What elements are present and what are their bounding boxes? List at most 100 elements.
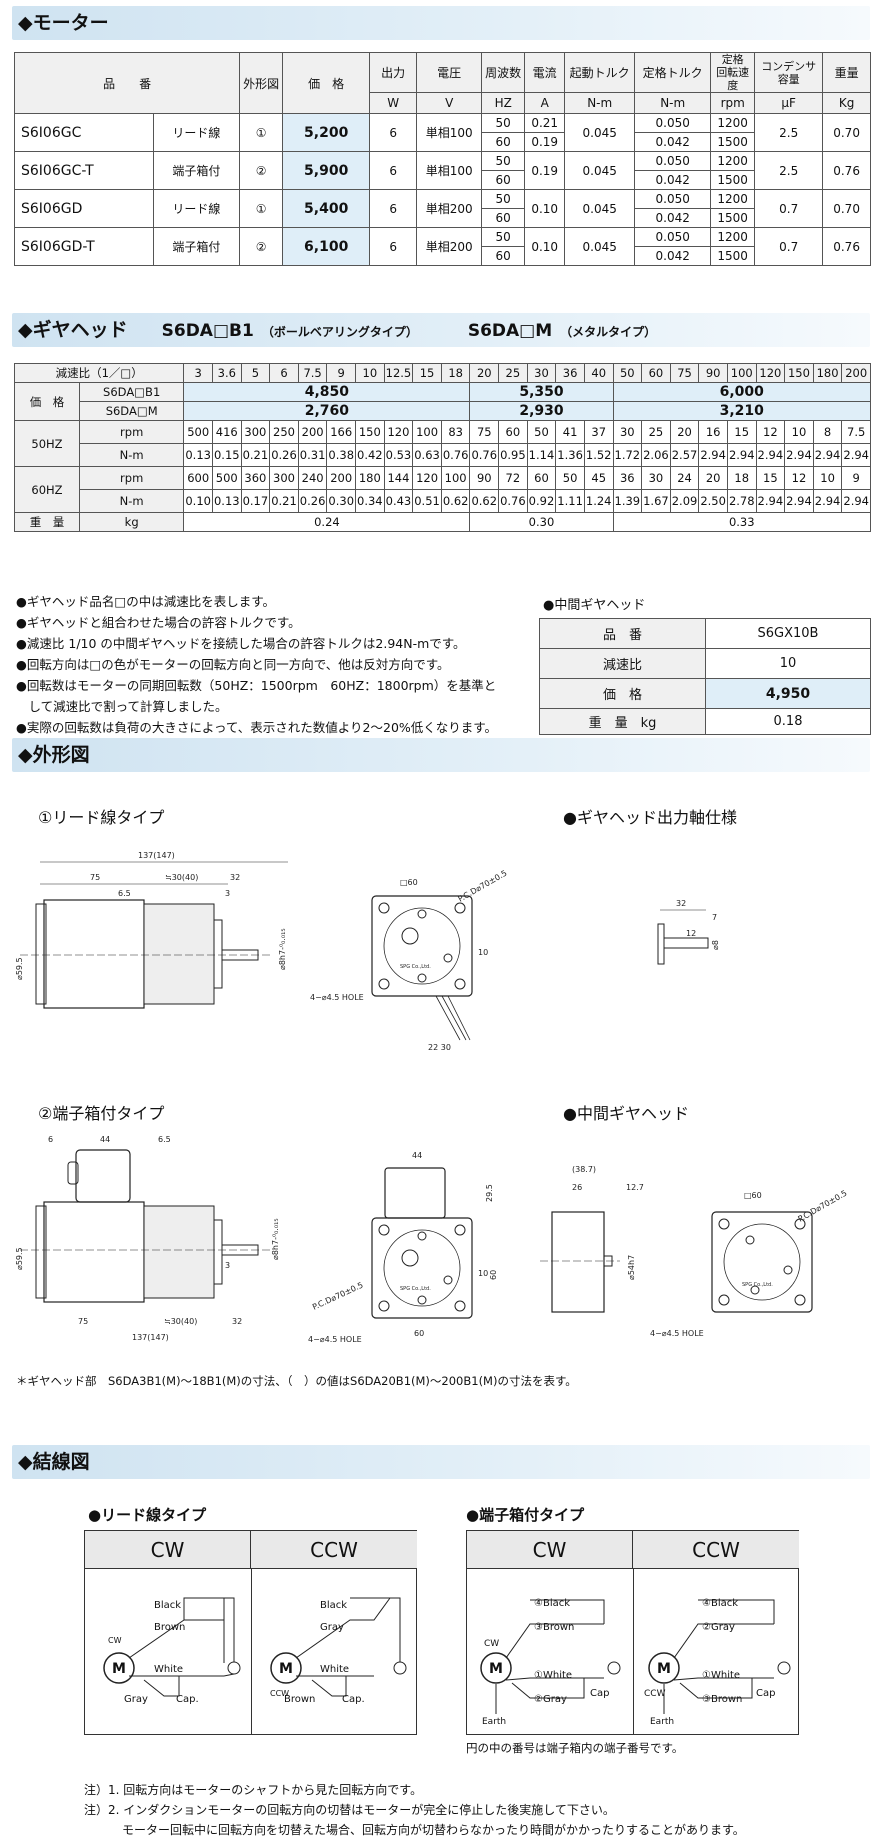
wiring-term-title: ●端子箱付タイプ (466, 1506, 585, 1524)
dim-label: 32 (676, 899, 686, 908)
rpm-value: 12 (755, 420, 786, 444)
wire-label: ④Black (534, 1598, 570, 1609)
dim-label: (38.7) (572, 1165, 596, 1174)
ratio-value: 180 (812, 363, 843, 383)
motor-table: 品 番 外形図 価 格 出力 電圧 周波数 電流 起動トルク 定格トルク 定格回… (13, 52, 871, 266)
motor-freq: 60 (481, 208, 526, 228)
ratio-value: 75 (669, 363, 700, 383)
rpm-value: 20 (698, 466, 728, 490)
outline-shaft-title: ●ギヤヘッド出力軸仕様 (563, 808, 737, 827)
nm-value: 2.94 (755, 443, 786, 467)
rpm-value: 15 (726, 420, 757, 444)
cap-label: Cap (590, 1688, 609, 1699)
motor-volt: 単相100 (416, 151, 483, 190)
dim-label: 75 (90, 873, 100, 882)
rpm-value: 180 (355, 466, 385, 490)
nm-value: 0.13 (211, 489, 242, 513)
dim-label: ⌀54h7 (627, 1255, 636, 1280)
shaft-view: 32 12 ⌀8 7 (657, 899, 720, 965)
rpm-value: 250 (269, 420, 299, 444)
cap-label: Cap. (342, 1694, 365, 1705)
u-rated: N-m (634, 92, 712, 114)
dim-label: 10 (478, 948, 488, 957)
ratio-value: 3 (183, 363, 213, 383)
rpm-value: 36 (612, 466, 643, 490)
nm-value: 0.15 (211, 443, 242, 467)
footnote: 注）2. インダクションモーターの回転方向の切替はモーターが完全に停止した後実施… (84, 1803, 615, 1817)
motor-cap: 2.5 (754, 113, 824, 152)
dim-label: 7 (712, 913, 717, 922)
nm-value: 0.38 (326, 443, 357, 467)
dim-label: 44 (100, 1135, 110, 1144)
m-label: S6DA□M (78, 401, 185, 421)
rpm-label: rpm (78, 420, 185, 444)
motor-rpm: 1200 (710, 151, 756, 171)
rpm-value: 72 (498, 466, 528, 490)
dim-label: 60 (414, 1329, 424, 1338)
motor-wt: 0.76 (822, 227, 871, 266)
h-rated: 定格トルク (634, 52, 712, 93)
motor-wt: 0.76 (822, 151, 871, 190)
nm-value: 2.94 (812, 443, 843, 467)
ratio-value: 200 (841, 363, 871, 383)
nm-label: N-m (78, 489, 185, 513)
motor-model: S6I06GD (14, 189, 154, 228)
motor-rpm: 1500 (710, 208, 756, 228)
wiring-term-ccw: CCW (633, 1531, 799, 1569)
wire-label: ①White (534, 1670, 572, 1681)
nm-value: 0.26 (269, 443, 299, 467)
nm-value: 0.17 (240, 489, 271, 513)
cap-label: Cap. (176, 1694, 199, 1705)
motor-rpm: 1200 (710, 113, 756, 133)
rpm-value: 300 (240, 420, 271, 444)
nm-value: 0.92 (526, 489, 557, 513)
rpm-value: 360 (240, 466, 271, 490)
wire-label: Brown (154, 1622, 185, 1633)
dim-label: 29.5 (485, 1184, 494, 1202)
motor-price: 5,900 (282, 151, 371, 190)
motor-freq: 50 (481, 113, 526, 133)
section-outline-title: ◆外形図 (12, 738, 870, 772)
outline-lead-title: ①リード線タイプ (38, 808, 165, 827)
rpm-value: 83 (440, 420, 471, 444)
ratio-value: 12.5 (383, 363, 414, 383)
nm-value: 0.63 (412, 443, 442, 467)
nm-value: 0.34 (355, 489, 385, 513)
mid-value: S6GX10B (705, 618, 871, 649)
rpm-value: 25 (641, 420, 671, 444)
lead-front-view: □60 SPG Co.,Ltd. P.C.D⌀70±0.5 10 4−⌀4.5 … (310, 869, 508, 1052)
rpm-value: 90 (469, 466, 500, 490)
h-price: 価 格 (282, 52, 371, 114)
outline-drawings: 137(147) 75 ≒30(40) 32 6.5 3 ⌀59.5 ⌀8h7-… (15, 851, 848, 1344)
ratio-value: 9 (326, 363, 357, 383)
rpm-value: 7.5 (841, 420, 871, 444)
wire-label: White (320, 1664, 349, 1675)
dim-label: 12 (686, 929, 696, 938)
rpm-value: 8 (812, 420, 843, 444)
h-wt: 重量 (822, 52, 871, 93)
term-side-view: 6 44 6.5 ⌀59.5 ⌀8h7-⁰₀.₀₁₅ 3 75 ≒30(40) … (15, 1135, 280, 1342)
ratio-value: 6 (269, 363, 299, 383)
wire-label: Black (154, 1600, 181, 1611)
motor-lead: 端子箱付 (152, 227, 241, 266)
dim-label: 75 (78, 1317, 88, 1326)
mid-label: 品 番 (539, 618, 706, 649)
rpm-value: 500 (211, 466, 242, 490)
nm-value: 0.42 (355, 443, 385, 467)
motor-model: S6I06GC-T (14, 151, 154, 190)
u-speed: rpm (710, 92, 756, 114)
note: ●回転数はモーターの同期回転数（50HZ：1500rpm 60HZ：1800rp… (16, 678, 497, 693)
motor-start: 0.045 (564, 189, 636, 228)
u-freq: HZ (481, 92, 526, 114)
motor-freq: 50 (481, 227, 526, 247)
note: ●回転方向は□の色がモーターの回転方向と同一方向で、他は反対方向です。 (16, 657, 450, 672)
mid-value: 10 (705, 648, 871, 679)
u-wt: Kg (822, 92, 871, 114)
motor-cur: 0.19 (524, 151, 566, 190)
dim-label: □60 (400, 878, 418, 887)
dim-label: 4−⌀4.5 HOLE (310, 993, 364, 1002)
dim-label: 32 (230, 873, 240, 882)
rpm-value: 30 (612, 420, 643, 444)
nm-value: 0.53 (383, 443, 414, 467)
h-start: 起動トルク (564, 52, 636, 93)
